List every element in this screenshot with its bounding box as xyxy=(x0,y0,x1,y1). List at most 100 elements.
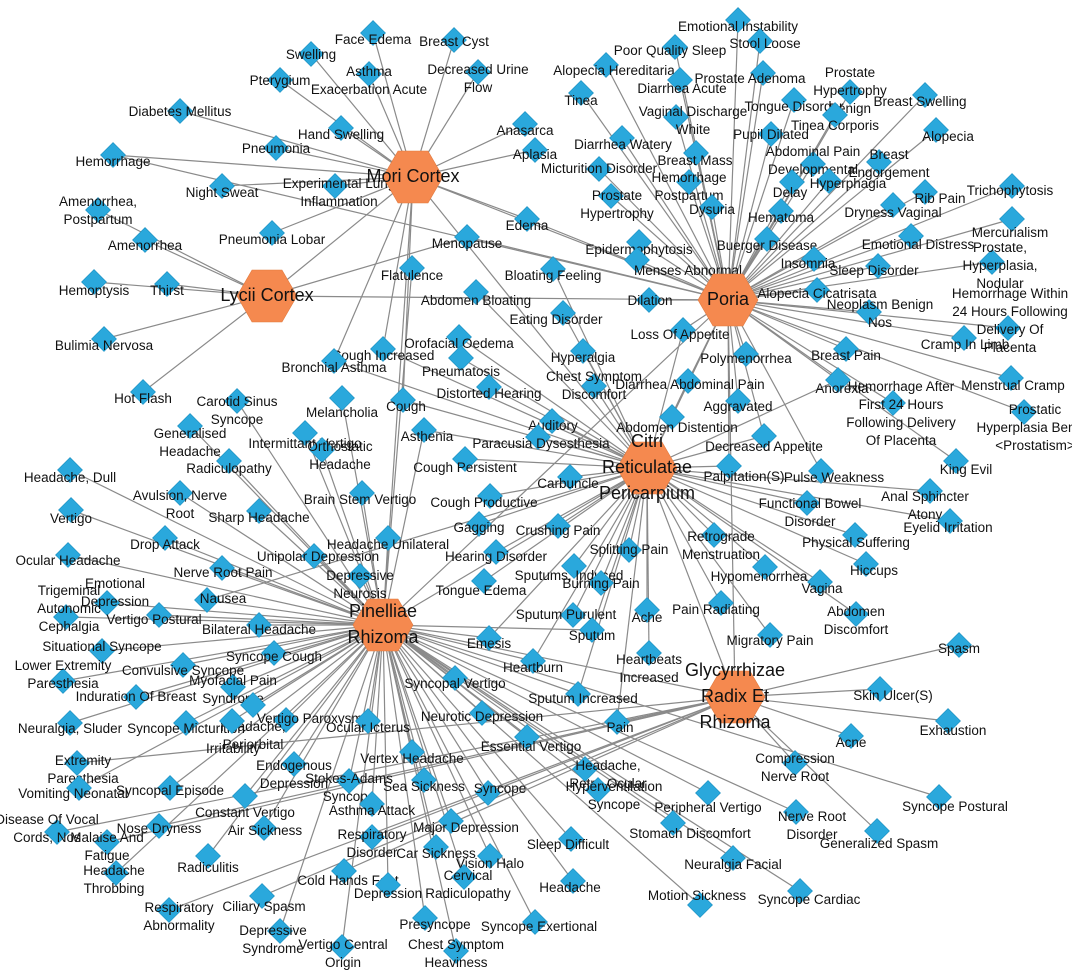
symptom-node[interactable]: Edema xyxy=(506,206,549,234)
symptom-node[interactable]: Decreased Appetite xyxy=(705,423,823,455)
symptom-node[interactable]: Constant Vertigo xyxy=(195,783,295,821)
symptom-node[interactable]: Headache, Dull xyxy=(24,457,116,486)
symptom-node[interactable]: Neuralgia, Sluder xyxy=(18,710,123,737)
symptom-node[interactable]: Rib Pain xyxy=(912,179,966,207)
symptom-node[interactable]: Pneumatosis xyxy=(422,345,500,380)
symptom-node[interactable]: Thirst xyxy=(150,271,184,299)
symptom-node[interactable]: Aggravated xyxy=(703,388,773,415)
symptom-node[interactable]: Buerger Disease xyxy=(717,226,818,254)
symptom-node[interactable]: Breast Swelling xyxy=(873,82,967,110)
symptom-node[interactable]: Vomiting Neonatal xyxy=(18,775,128,802)
symptom-node[interactable]: Tinea xyxy=(564,80,598,109)
symptom-node[interactable]: Pterygium xyxy=(250,67,311,93)
symptom-node[interactable]: Alopecia xyxy=(922,117,974,145)
symptom-node[interactable]: Hemoptysis xyxy=(59,269,130,299)
symptom-node[interactable]: Crushing Pain xyxy=(516,513,601,539)
symptom-node[interactable]: Pulse Weakness xyxy=(784,458,885,486)
symptom-node[interactable]: Sputum Increased xyxy=(528,681,638,707)
symptom-node[interactable]: Breast Cyst xyxy=(419,27,489,53)
symptom-node[interactable]: Vertigo xyxy=(50,497,92,527)
symptom-node[interactable]: Anasarca xyxy=(496,111,554,139)
symptom-node[interactable]: Spasm xyxy=(938,632,980,658)
symptom-node[interactable]: Pupil Dilated xyxy=(733,121,809,147)
symptom-node[interactable]: Migratory Pain xyxy=(726,622,814,649)
symptom-node[interactable]: Menstrual Cramp xyxy=(961,365,1065,394)
symptom-node[interactable]: Syncopal Vertigo xyxy=(404,665,506,692)
symptom-node[interactable]: Sleep Difficult xyxy=(527,826,610,853)
symptom-node[interactable]: Asthma Attack xyxy=(329,791,416,819)
symptom-node[interactable]: Stomach Discomfort xyxy=(629,810,751,842)
symptom-node[interactable]: Distorted Hearing xyxy=(436,374,542,402)
symptom-node[interactable]: Micturition Disorder xyxy=(541,156,658,182)
symptom-node[interactable]: Nose Dryness xyxy=(117,813,202,839)
symptom-node[interactable]: Cough Persistent xyxy=(413,446,517,476)
symptom-node[interactable]: Major Depression xyxy=(413,808,519,836)
symptom-node[interactable]: Anorexia xyxy=(815,367,869,397)
symptom-node[interactable]: Syncope Micturition xyxy=(127,710,245,737)
symptom-node[interactable]: Carbuncle xyxy=(537,464,599,492)
symptom-node[interactable]: Presyncope xyxy=(399,905,471,933)
symptom-node[interactable]: Neurotic Depression xyxy=(421,700,543,726)
symptom-node[interactable]: Face Edema xyxy=(335,20,412,48)
symptom-node[interactable]: Ocular Headache xyxy=(15,542,121,569)
symptom-node[interactable]: Dysuria xyxy=(689,194,735,220)
symptom-node[interactable]: Delay xyxy=(773,169,808,201)
symptom-node[interactable]: Syncope Cough xyxy=(226,640,322,666)
symptom-node[interactable]: Eating Disorder xyxy=(509,300,603,328)
herb-node-lycii[interactable]: Lycii Cortex xyxy=(220,269,314,323)
symptom-node[interactable]: Syncope Postural xyxy=(902,784,1008,815)
herb-node-mori[interactable]: Mori Cortex xyxy=(366,150,460,204)
symptom-node[interactable]: Sputum xyxy=(569,617,616,644)
symptom-node[interactable]: Cough Increased xyxy=(332,336,435,364)
symptom-node[interactable]: Brain Stem Vertigo xyxy=(304,480,417,508)
symptom-node[interactable]: Sputum Purulent xyxy=(516,602,617,628)
symptom-node[interactable]: Motion Sickness xyxy=(648,888,747,918)
symptom-node[interactable]: Bloating Feeling xyxy=(505,256,602,284)
symptom-node[interactable]: Amenorrhea,Postpartum xyxy=(59,194,137,227)
symptom-node[interactable]: Sharp Headache xyxy=(208,498,310,526)
symptom-node[interactable]: Nerve Root Pain xyxy=(173,555,273,581)
symptom-node[interactable]: Heartburn xyxy=(503,648,563,676)
symptom-node[interactable]: Menopause xyxy=(432,224,503,252)
symptom-node[interactable]: Hyperphagia xyxy=(810,168,887,194)
symptom-node[interactable]: Vagina xyxy=(801,569,843,597)
symptom-node[interactable]: Ciliary Spasm xyxy=(222,883,306,915)
symptom-node[interactable]: Essential Vertigo xyxy=(481,724,582,755)
symptom-node[interactable]: Irritability xyxy=(206,708,260,757)
symptom-node[interactable]: Loss Of Appetite xyxy=(630,317,730,343)
symptom-node[interactable]: Bronchial Asthma xyxy=(281,348,387,376)
symptom-node[interactable]: Neuralgia Facial xyxy=(684,845,782,873)
symptom-node[interactable]: Headache xyxy=(539,868,601,896)
symptom-node[interactable]: Nausea xyxy=(194,587,247,613)
symptom-node[interactable]: Situational Syncope xyxy=(42,638,162,664)
symptom-node[interactable]: Hyperalgia xyxy=(551,338,616,366)
symptom-node[interactable]: Syncopal Episode xyxy=(116,775,224,801)
symptom-node[interactable]: Ache xyxy=(632,597,663,626)
symptom-node[interactable]: Sleep Disorder xyxy=(829,253,919,279)
symptom-node[interactable]: Stool Loose xyxy=(729,28,801,54)
symptom-node[interactable]: Asthenia xyxy=(401,417,454,445)
symptom-node[interactable]: Amenorrhea xyxy=(108,227,183,254)
